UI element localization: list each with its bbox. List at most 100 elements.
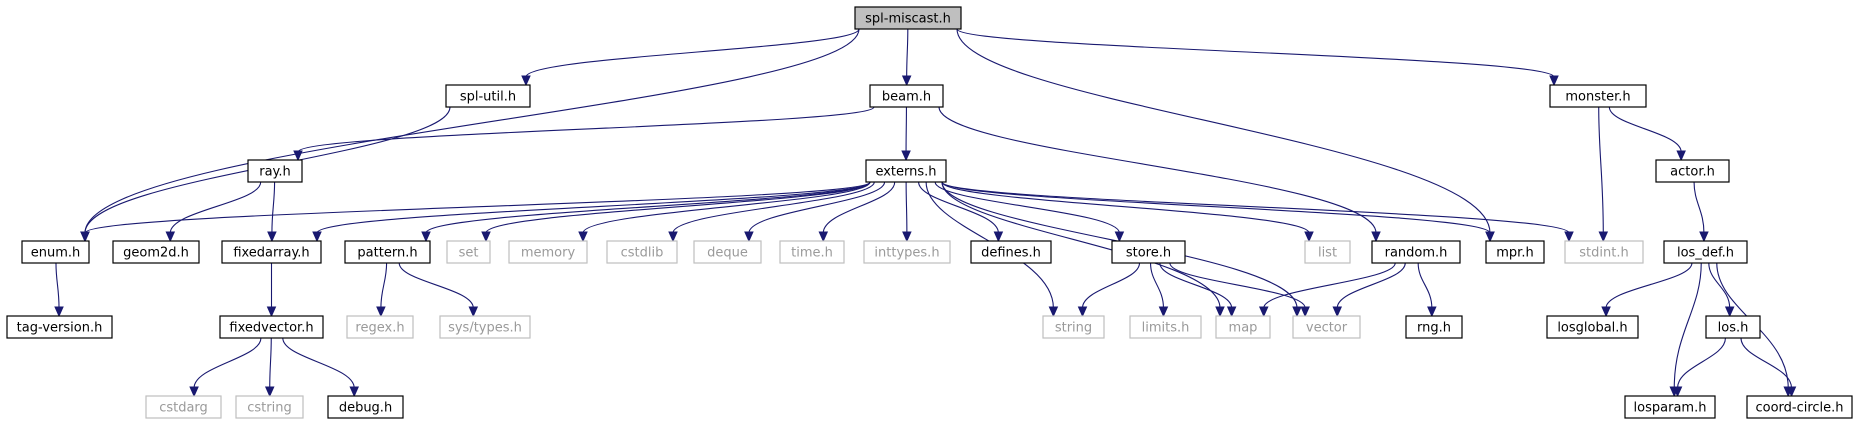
edge-line bbox=[956, 28, 1555, 78]
node-box bbox=[606, 240, 678, 264]
node-box[interactable] bbox=[1746, 395, 1853, 419]
node-defines[interactable]: defines.h bbox=[970, 240, 1052, 264]
node-box[interactable] bbox=[1705, 315, 1761, 339]
node-box[interactable] bbox=[1485, 240, 1545, 264]
node-set: set bbox=[446, 240, 491, 264]
edge-line bbox=[1608, 106, 1682, 153]
node-box[interactable] bbox=[869, 84, 944, 108]
node-box[interactable] bbox=[854, 6, 962, 30]
edge-arrowhead bbox=[1672, 386, 1683, 398]
node-los[interactable]: los.h bbox=[1705, 315, 1761, 339]
edge-line bbox=[525, 28, 860, 78]
node-mpr[interactable]: mpr.h bbox=[1485, 240, 1545, 264]
edge-arrowhead bbox=[421, 231, 431, 243]
edge-line bbox=[1673, 262, 1702, 389]
node-box[interactable] bbox=[1624, 395, 1716, 419]
node-fixedvector[interactable]: fixedvector.h bbox=[219, 315, 324, 339]
edge-arrowhead bbox=[1601, 306, 1611, 318]
nodes-layer: spl-miscast.h spl-util.h beam.h monster.h ra… bbox=[6, 6, 1853, 419]
node-label: spl-util.h bbox=[460, 90, 516, 105]
edge-ray-to-fixedarray bbox=[267, 181, 277, 243]
node-box[interactable] bbox=[112, 240, 200, 264]
node-store[interactable]: store.h bbox=[1111, 240, 1186, 264]
node-enum[interactable]: enum.h bbox=[21, 240, 90, 264]
node-box[interactable] bbox=[1663, 240, 1748, 264]
node-box[interactable] bbox=[6, 315, 113, 339]
edge-arrowhead bbox=[481, 231, 491, 243]
edges-layer bbox=[54, 28, 1797, 398]
edge-line bbox=[316, 181, 871, 234]
edge-externs-to-store bbox=[934, 181, 1125, 243]
edge-externs-to-defines bbox=[918, 181, 1004, 243]
node-fixedarray[interactable]: fixedarray.h bbox=[221, 240, 322, 264]
node-box[interactable] bbox=[247, 159, 303, 183]
edge-line bbox=[1417, 262, 1433, 309]
node-rng[interactable]: rng.h bbox=[1405, 315, 1463, 339]
node-actor[interactable]: actor.h bbox=[1655, 159, 1730, 183]
node-box[interactable] bbox=[1655, 159, 1730, 183]
node-label: string bbox=[1055, 321, 1092, 336]
edge-line bbox=[934, 181, 1120, 234]
edge-arrowhead bbox=[54, 306, 64, 318]
node-geom2d[interactable]: geom2d.h bbox=[112, 240, 200, 264]
node-ray[interactable]: ray.h bbox=[247, 159, 303, 183]
node-box bbox=[235, 395, 304, 419]
edge-monster-to-stdint bbox=[1598, 106, 1609, 243]
node-box bbox=[863, 240, 951, 264]
edge-line bbox=[271, 181, 276, 234]
node-memory: memory bbox=[508, 240, 588, 264]
node-box[interactable] bbox=[221, 240, 322, 264]
node-label: enum.h bbox=[31, 246, 81, 261]
node-box[interactable] bbox=[865, 159, 947, 183]
node-losglobal[interactable]: losglobal.h bbox=[1546, 315, 1639, 339]
node-label: ray.h bbox=[259, 165, 291, 180]
edge-line bbox=[748, 181, 886, 234]
node-losparam[interactable]: losparam.h bbox=[1624, 395, 1716, 419]
node-random[interactable]: random.h bbox=[1371, 240, 1461, 264]
edge-beam-to-ray bbox=[293, 106, 875, 162]
node-box[interactable] bbox=[21, 240, 90, 264]
edge-arrowhead bbox=[521, 75, 531, 87]
node-beam[interactable]: beam.h bbox=[869, 84, 944, 108]
edge-fixedvector-to-debug bbox=[282, 337, 359, 398]
node-box[interactable] bbox=[1546, 315, 1639, 339]
node-box[interactable] bbox=[445, 84, 531, 108]
node-box[interactable] bbox=[1549, 84, 1647, 108]
edge-line bbox=[84, 181, 871, 234]
edge-pattern-to-systypes bbox=[398, 262, 479, 318]
edge-externs-to-stdint bbox=[941, 181, 1574, 243]
node-externs[interactable]: externs.h bbox=[865, 159, 947, 183]
edge-externs-to-deque bbox=[744, 181, 886, 243]
node-box[interactable] bbox=[1405, 315, 1463, 339]
node-label: actor.h bbox=[1670, 165, 1715, 180]
node-debug[interactable]: debug.h bbox=[327, 395, 404, 419]
edge-spl-miscast-to-monster bbox=[956, 28, 1559, 87]
edge-externs-to-fixedarray bbox=[312, 181, 871, 243]
node-box[interactable] bbox=[344, 240, 431, 264]
node-los_def[interactable]: los_def.h bbox=[1663, 240, 1748, 264]
node-string: string bbox=[1042, 315, 1105, 339]
node-tag-version[interactable]: tag-version.h bbox=[6, 315, 113, 339]
edge-arrowhead bbox=[993, 231, 1004, 243]
node-box[interactable] bbox=[1371, 240, 1461, 264]
node-spl-util[interactable]: spl-util.h bbox=[445, 84, 531, 108]
edge-arrowhead bbox=[901, 75, 912, 87]
edge-line bbox=[1149, 262, 1165, 309]
edge-externs-to-time bbox=[818, 181, 896, 243]
node-cstdarg: cstdarg bbox=[145, 395, 222, 419]
edge-los-to-coord-circle bbox=[1740, 337, 1797, 398]
edge-los_def-to-losglobal bbox=[1601, 262, 1693, 318]
node-pattern[interactable]: pattern.h bbox=[344, 240, 431, 264]
node-box[interactable] bbox=[327, 395, 404, 419]
node-monster[interactable]: monster.h bbox=[1549, 84, 1647, 108]
node-coord-circle[interactable]: coord-circle.h bbox=[1746, 395, 1853, 419]
node-box[interactable] bbox=[219, 315, 324, 339]
node-label: pattern.h bbox=[357, 246, 417, 261]
node-box[interactable] bbox=[1111, 240, 1186, 264]
edge-arrowhead bbox=[1292, 306, 1302, 318]
edge-line bbox=[1336, 262, 1406, 309]
node-box[interactable] bbox=[970, 240, 1052, 264]
node-spl-miscast[interactable]: spl-miscast.h bbox=[854, 6, 962, 30]
edge-arrowhead bbox=[349, 386, 359, 398]
edge-externs-to-pattern bbox=[421, 181, 871, 243]
